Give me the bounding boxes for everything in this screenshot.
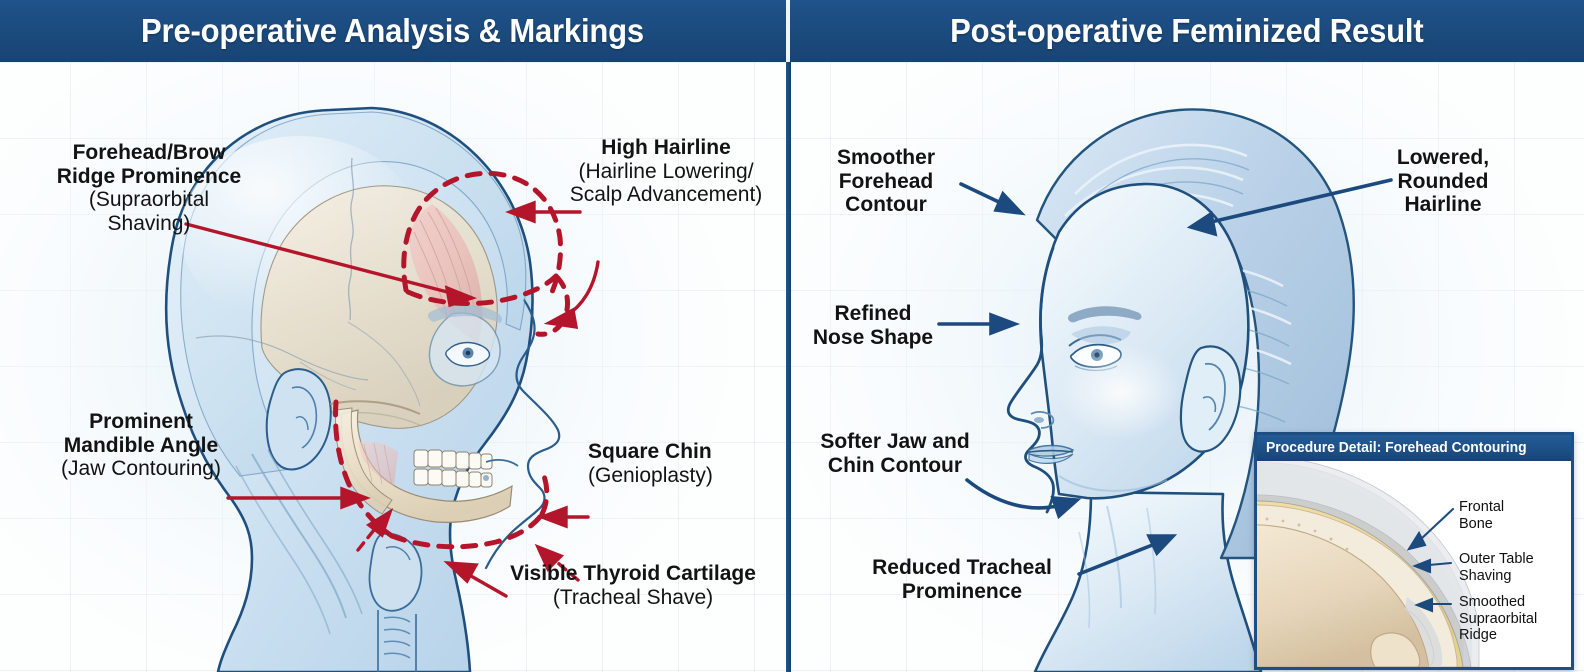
label-visible-thyroid-cartilage: Visible Thyroid Cartilage (Tracheal Shav… [488,562,778,609]
right-panel-header-title: Post-operative Feminized Result [950,12,1424,49]
label-reduced-tracheal-prominence: Reduced Tracheal Prominence [857,556,1067,603]
label-line: Softer Jaw and [820,430,970,453]
label-line: Smoother [836,146,935,169]
label-lowered-rounded-hairline: Lowered, Rounded Hairline [1363,146,1523,217]
left-panel-header-title: Pre-operative Analysis & Markings [141,12,645,49]
label-square-chin: Square Chin (Genioplasty) [588,440,713,487]
label-line: Ridge Prominence [56,164,242,188]
inset-label-line: Outer Table [1459,551,1534,567]
label-line: Reduced Tracheal [872,556,1052,579]
inset-label-line: Frontal [1459,499,1505,515]
header-divider-gap [786,0,790,62]
label-subline: (Tracheal Shave) [552,585,714,609]
label-forehead-brow-ridge: Forehead/Brow Ridge Prominence (Supraorb… [24,141,274,235]
label-subline: (Genioplasty) [588,463,713,487]
label-smoother-forehead-contour: Smoother Forehead Contour [811,146,961,217]
right-panel-header: Post-operative Feminized Result [790,0,1584,62]
label-subline: Scalp Advancement) [569,183,763,207]
panel-divider [786,62,791,672]
label-subline: (Hairline Lowering/ [578,159,754,183]
label-subline: (Supraorbital [88,188,210,212]
post-operative-panel: Smoother Forehead Contour Lowered, Round… [791,62,1584,672]
label-high-hairline: High Hairline (Hairline Lowering/ Scalp … [546,136,786,207]
inset-label-line: Smoothed [1459,594,1526,610]
label-subline: (Jaw Contouring) [61,457,221,481]
inset-title: Procedure Detail: Forehead Contouring [1266,440,1527,456]
inset-label-smoothed-supraorbital-ridge: Smoothed Supraorbital Ridge [1459,594,1537,644]
inset-label-line: Shaving [1459,567,1512,584]
inset-header: Procedure Detail: Forehead Contouring [1257,435,1571,461]
label-line: Hairline [1404,193,1482,217]
procedure-detail-inset: Procedure Detail: Forehead Contouring [1254,432,1574,670]
label-refined-nose-shape: Refined Nose Shape [805,302,941,349]
label-line: Lowered, [1396,146,1490,169]
label-line: Contour [845,193,927,217]
pre-operative-panel: Forehead/Brow Ridge Prominence (Supraorb… [0,62,786,672]
label-line: Square Chin [588,440,712,463]
inset-body: Frontal Bone Outer Table Shaving Smoothe… [1257,461,1571,667]
label-line: Nose Shape [812,325,934,349]
inset-label-line: Bone [1459,515,1493,532]
label-line: Chin Contour [827,453,963,477]
label-line: Rounded [1397,169,1489,193]
label-line: Mandible Angle [63,433,219,457]
left-panel-header: Pre-operative Analysis & Markings [0,0,786,62]
label-line: Prominence [901,579,1023,603]
inset-label-line: Ridge [1459,627,1497,644]
label-line: High Hairline [601,136,731,159]
label-line: Prominent [89,410,193,433]
label-prominent-mandible-angle: Prominent Mandible Angle (Jaw Contouring… [30,410,252,481]
inset-label-line: Supraorbital [1459,610,1538,627]
label-line: Forehead [838,169,934,193]
label-subline: Shaving) [107,211,191,235]
inset-label-frontal-bone: Frontal Bone [1459,499,1504,532]
label-line: Refined [834,302,912,325]
inset-label-outer-table-shaving: Outer Table Shaving [1459,551,1534,584]
label-line: Forehead/Brow [72,141,226,164]
label-softer-jaw-chin-contour: Softer Jaw and Chin Contour [803,430,987,477]
label-line: Visible Thyroid Cartilage [510,562,756,585]
